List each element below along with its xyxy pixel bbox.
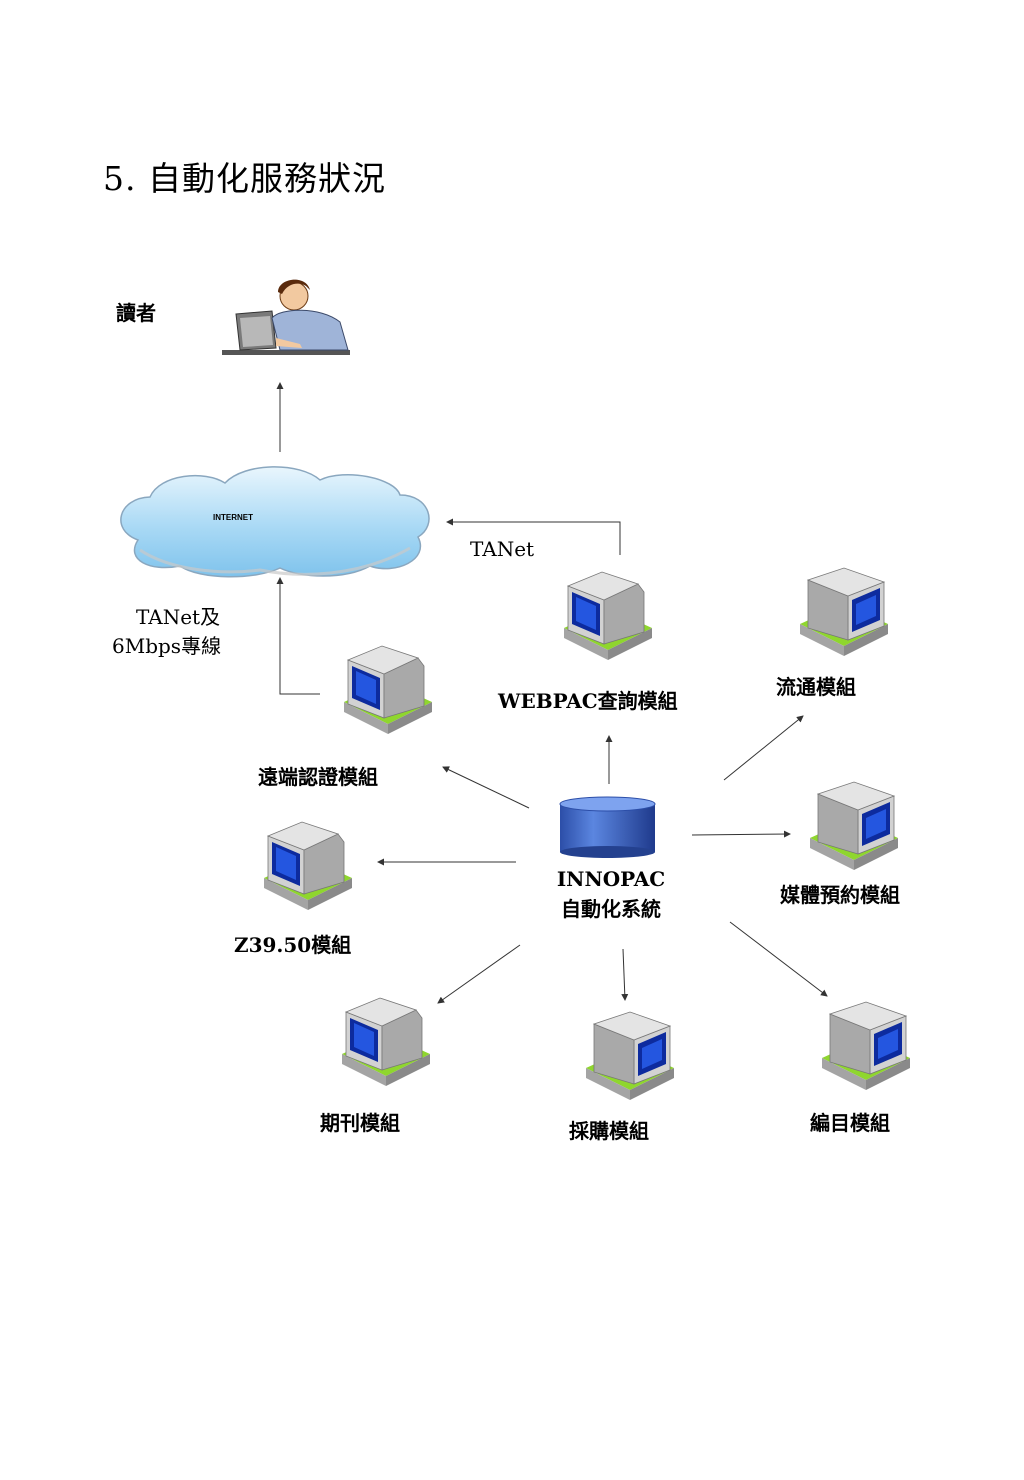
computer-z3950-icon (264, 821, 352, 910)
internet-cloud-icon (120, 466, 430, 578)
reader-label: 讀者 (116, 301, 156, 325)
line-label-line1: TANet及 (136, 605, 221, 629)
arrow-system-to-acquisitions (621, 948, 629, 1001)
reader-laptop-icon (222, 279, 350, 355)
computer-serials-icon (342, 997, 430, 1086)
line-label-line2: 6Mbps專線 (112, 634, 222, 658)
computer-cataloging-icon (822, 1001, 910, 1090)
page-title: 5. 自動化服務狀況 (103, 159, 386, 198)
computer-media-reservation-icon (810, 781, 898, 870)
arrow-system-to-media (691, 830, 791, 838)
serials-module-label: 期刊模組 (320, 1111, 400, 1135)
arrow-system-to-cataloging (729, 921, 828, 997)
cataloging-module-label: 編目模組 (810, 1111, 890, 1135)
system-label-line1: INNOPAC (556, 867, 666, 891)
arrow-webpac-to-internet (446, 518, 621, 555)
webpac-module-label: WEBPAC查詢模組 (498, 689, 678, 713)
remote-auth-module-label: 遠端認證模組 (258, 765, 378, 789)
arrow-system-to-circulation (723, 715, 804, 781)
acquisitions-module-label: 採購模組 (569, 1119, 649, 1143)
internet-label: INTERNET (213, 513, 253, 522)
arrow-system-to-serials (437, 944, 521, 1004)
computer-remote-auth-icon (344, 645, 432, 734)
arrow-system-to-remote (442, 766, 530, 809)
computer-webpac-icon (564, 571, 652, 660)
tanet-label: TANet (470, 537, 535, 561)
system-label-line2: 自動化系統 (561, 897, 661, 921)
arrow-remote-to-internet (276, 577, 320, 695)
database-cylinder-icon (559, 796, 656, 858)
computer-circulation-icon (800, 567, 888, 656)
media-reservation-module-label: 媒體預約模組 (780, 883, 900, 907)
computer-acquisitions-icon (586, 1011, 674, 1100)
circulation-module-label: 流通模組 (776, 675, 856, 699)
z3950-module-label: Z39.50模組 (234, 933, 352, 957)
